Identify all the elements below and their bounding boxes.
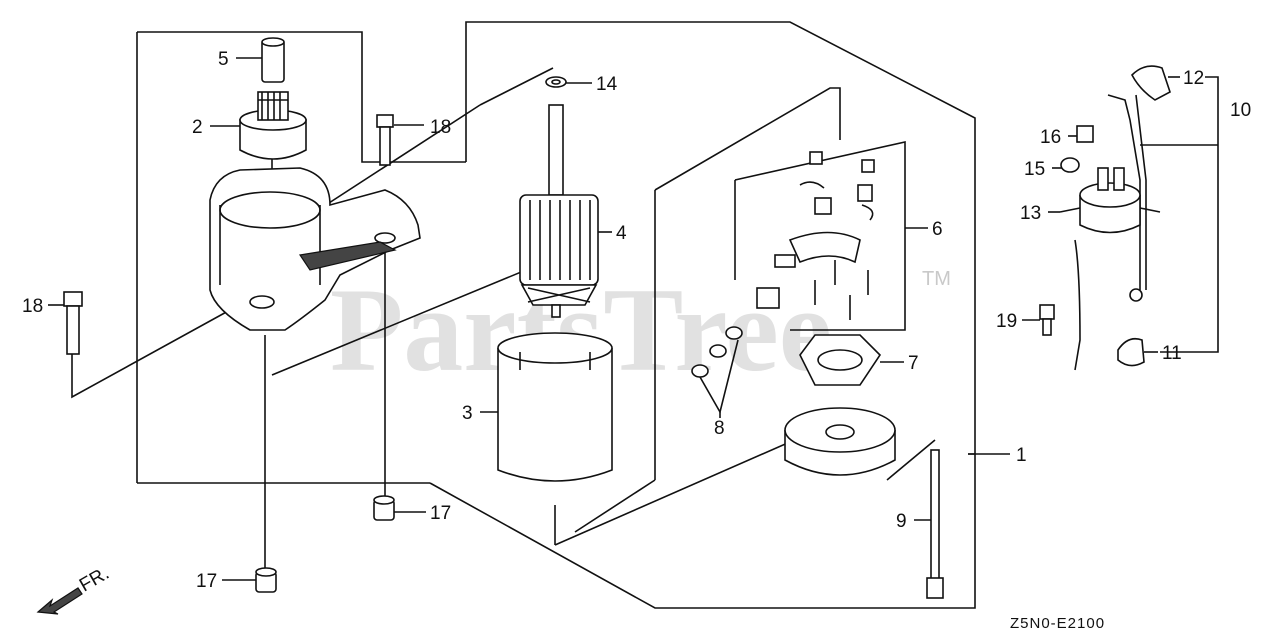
- part-starter-front-housing[interactable]: [209, 167, 421, 331]
- callout-19[interactable]: 19: [996, 311, 1017, 332]
- part-6-brush-set[interactable]: [774, 151, 875, 320]
- part-9-through-bolt[interactable]: [926, 449, 944, 599]
- callout-17-upper[interactable]: 17: [430, 503, 451, 524]
- callout-18-left[interactable]: 18: [22, 296, 43, 317]
- part-3-yoke[interactable]: [497, 332, 613, 482]
- callout-6[interactable]: 6: [932, 219, 943, 240]
- part-4-armature[interactable]: [519, 104, 599, 318]
- callout-2[interactable]: 2: [192, 117, 203, 138]
- callout-3[interactable]: 3: [462, 403, 473, 424]
- part-18-bolt-upper[interactable]: [376, 114, 394, 166]
- part-2-pinion-gear[interactable]: [239, 91, 307, 160]
- callout-9[interactable]: 9: [896, 511, 907, 532]
- callout-16[interactable]: 16: [1040, 127, 1061, 148]
- part-7-brush-holder[interactable]: [799, 334, 882, 386]
- part-17-collar-upper[interactable]: [373, 495, 395, 521]
- part-17-collar-lower[interactable]: [255, 567, 277, 593]
- callout-1[interactable]: 1: [1016, 445, 1027, 466]
- callout-leader-lines: [48, 57, 1180, 581]
- callout-10[interactable]: 10: [1230, 100, 1251, 121]
- part-11-boot[interactable]: [1117, 337, 1145, 367]
- part-12-boot[interactable]: [1131, 65, 1171, 101]
- diagram-code: Z5N0-E2100: [1010, 615, 1105, 632]
- callout-4[interactable]: 4: [616, 223, 627, 244]
- part-8-nuts[interactable]: [691, 287, 780, 378]
- callout-18-upper[interactable]: 18: [430, 117, 451, 138]
- part-18-bolt-left[interactable]: [63, 291, 83, 355]
- part-19-bolt[interactable]: [1039, 304, 1055, 336]
- callout-15[interactable]: 15: [1024, 159, 1045, 180]
- callout-7[interactable]: 7: [908, 353, 919, 374]
- callout-12[interactable]: 12: [1183, 68, 1204, 89]
- part-16-nut[interactable]: [1076, 125, 1094, 143]
- callout-5[interactable]: 5: [218, 49, 229, 70]
- callout-14[interactable]: 14: [596, 74, 618, 95]
- callout-11[interactable]: 11: [1162, 343, 1182, 364]
- part-13-solenoid[interactable]: [1059, 167, 1161, 371]
- part-15-washer[interactable]: [1060, 157, 1080, 173]
- part-rear-cover[interactable]: [784, 407, 896, 476]
- group-boundary-lines: [71, 21, 1219, 609]
- part-5-collar[interactable]: [261, 37, 285, 83]
- watermark-trademark: TM: [922, 268, 951, 290]
- part-14-washer[interactable]: [545, 76, 567, 88]
- callout-8[interactable]: 8: [714, 418, 725, 439]
- front-indicator-label: FR.: [76, 563, 113, 596]
- front-arrow-icon: [36, 587, 83, 615]
- callout-13[interactable]: 13: [1020, 203, 1041, 224]
- callout-17-lower[interactable]: 17: [196, 571, 217, 592]
